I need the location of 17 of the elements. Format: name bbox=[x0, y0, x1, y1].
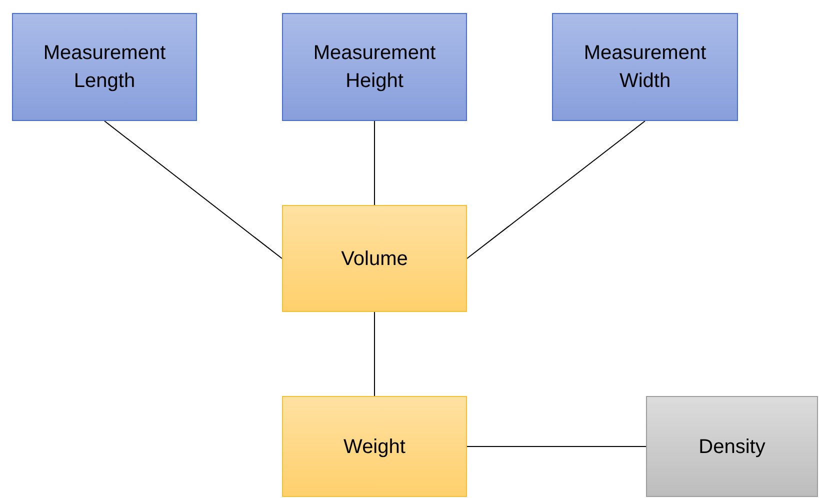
node-label: Volume bbox=[340, 246, 409, 272]
process-box bbox=[12, 13, 197, 121]
node-label: Measurement Height bbox=[312, 41, 437, 94]
process-box bbox=[282, 13, 467, 121]
node-label: Measurement Width bbox=[582, 41, 708, 94]
process-box bbox=[646, 396, 818, 497]
connector-line bbox=[374, 312, 375, 396]
connector-line bbox=[104, 120, 282, 259]
node-label: Weight bbox=[342, 434, 406, 460]
node-label: Density bbox=[698, 434, 766, 460]
connector-line bbox=[466, 120, 646, 259]
process-box bbox=[552, 13, 738, 121]
node-label: Measurement Length bbox=[42, 41, 167, 94]
process-box bbox=[282, 205, 467, 312]
connector-line bbox=[374, 120, 375, 206]
connector-line bbox=[466, 446, 646, 447]
process-box bbox=[282, 396, 467, 497]
